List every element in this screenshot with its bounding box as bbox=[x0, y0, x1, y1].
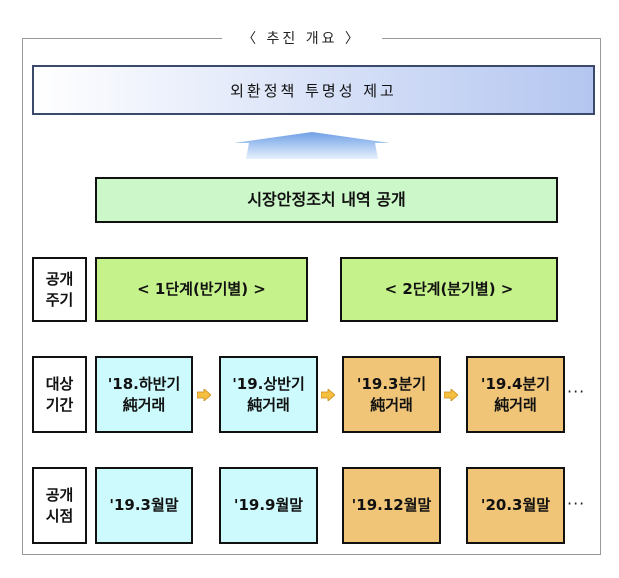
right-arrow-icon bbox=[197, 389, 211, 401]
up-arrow-icon bbox=[234, 132, 390, 159]
period-item: '18.하반기 純거래 bbox=[95, 356, 193, 433]
ellipsis: ··· bbox=[567, 382, 586, 401]
right-arrow-icon bbox=[444, 389, 458, 401]
row-label-cycle: 공개 주기 bbox=[32, 257, 87, 322]
stage-1: < 1단계(반기별) > bbox=[95, 257, 308, 322]
frame-title: 〈 추진 개요 〉 bbox=[222, 28, 382, 48]
release-item: '19.9월말 bbox=[219, 467, 318, 544]
release-item: '20.3월말 bbox=[466, 467, 565, 544]
release-item: '19.12월말 bbox=[342, 467, 441, 544]
period-item: '19.상반기 純거래 bbox=[219, 356, 318, 433]
right-arrow-icon bbox=[321, 389, 335, 401]
stage-2: < 2단계(분기별) > bbox=[340, 257, 558, 322]
release-item: '19.3월말 bbox=[95, 467, 193, 544]
period-item: '19.4분기 純거래 bbox=[466, 356, 565, 433]
ellipsis: ··· bbox=[567, 494, 586, 513]
period-item: '19.3분기 純거래 bbox=[342, 356, 441, 433]
goal-banner: 외환정책 투명성 제고 bbox=[32, 65, 595, 115]
main-box: 시장안정조치 내역 공개 bbox=[95, 177, 558, 223]
row-label-period: 대상 기간 bbox=[32, 356, 87, 433]
row-label-release: 공개 시점 bbox=[32, 467, 87, 544]
